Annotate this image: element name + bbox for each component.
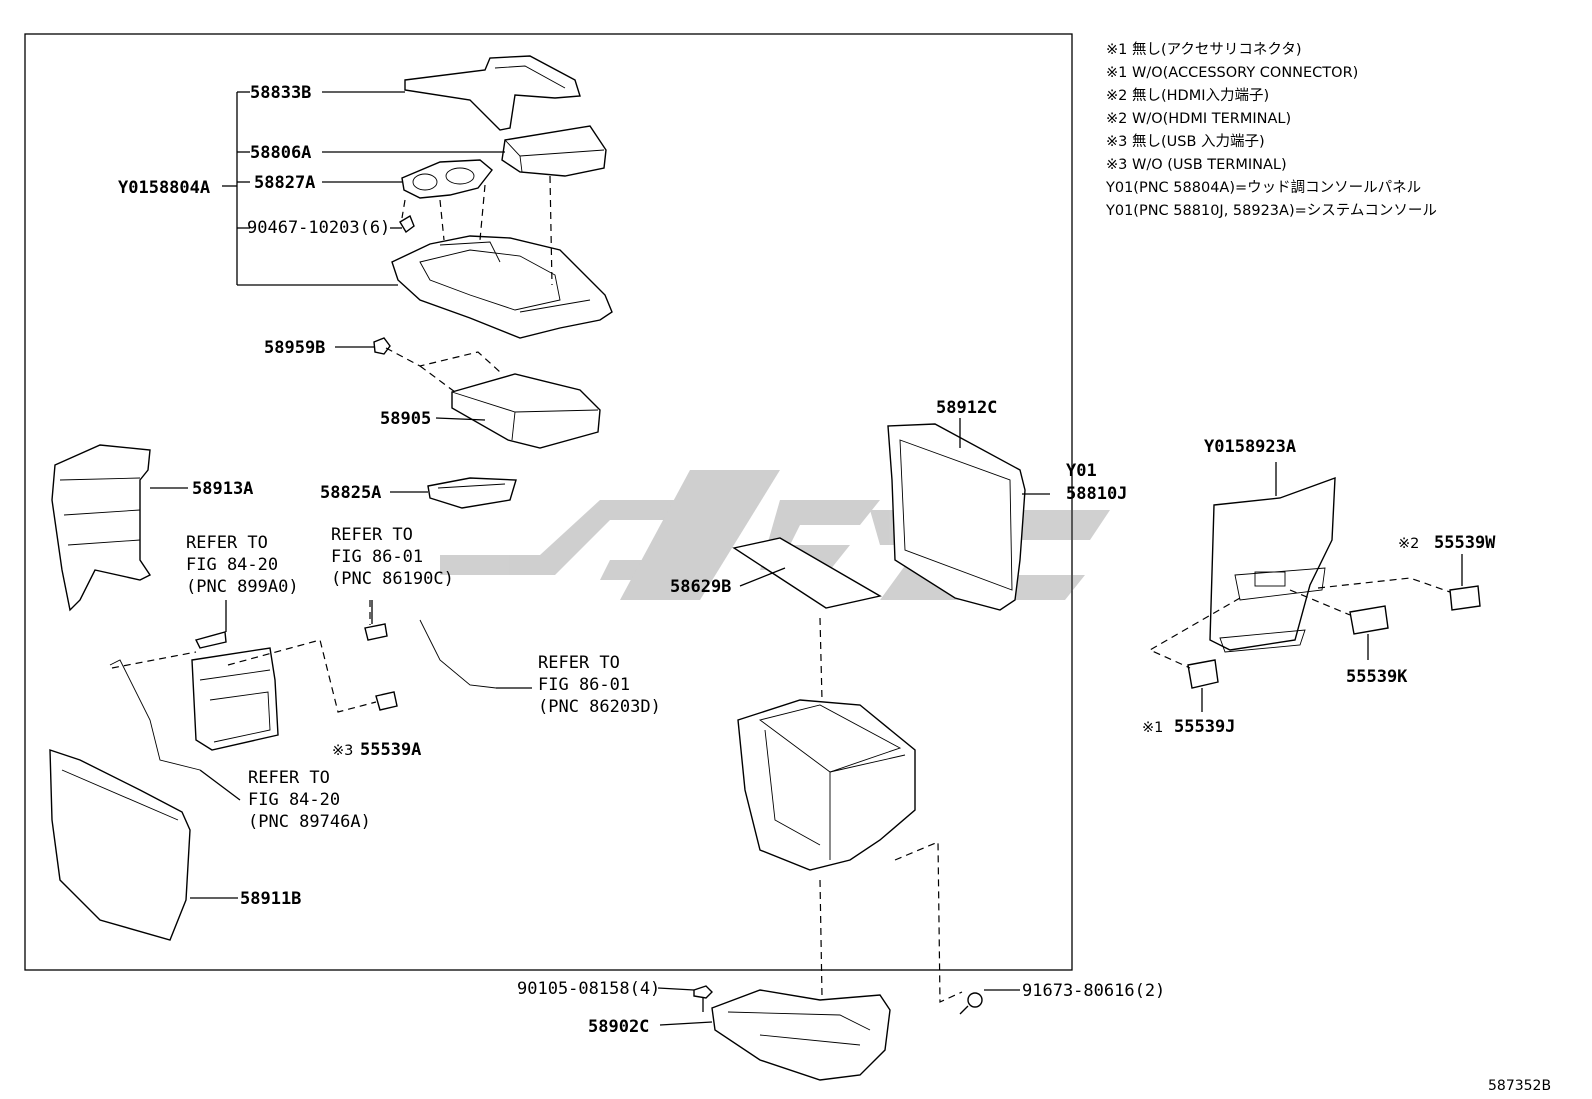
svg-text:FIG 84-20: FIG 84-20 xyxy=(186,555,278,575)
part-console-box xyxy=(737,699,916,871)
label-58905: 58905 xyxy=(380,409,431,429)
svg-text:REFER TO: REFER TO xyxy=(331,525,413,545)
refer-899A0: REFER TO FIG 84-20 (PNC 899A0) xyxy=(186,533,299,597)
label-90467-10203: 90467-10203(6) xyxy=(247,218,390,238)
note-line-8: Y01(PNC 58810J, 58923A)=システムコンソール xyxy=(1105,203,1437,219)
part-86203D-cable xyxy=(419,619,497,689)
leader-lines xyxy=(150,91,1463,1026)
label-58959B: 58959B xyxy=(264,338,325,358)
refer-86203D: REFER TO FIG 86-01 (PNC 86203D) xyxy=(538,653,661,717)
label-Y0158923A: Y0158923A xyxy=(1204,437,1296,457)
label-55539W: 55539W xyxy=(1434,533,1496,553)
svg-text:REFER TO: REFER TO xyxy=(186,533,268,553)
label-58833B: 58833B xyxy=(250,83,311,103)
label-58825A: 58825A xyxy=(320,483,381,503)
label-58902C: 58902C xyxy=(588,1017,649,1037)
svg-text:(PNC 86203D): (PNC 86203D) xyxy=(538,697,661,717)
label-90105-08158: 90105-08158(4) xyxy=(517,979,660,999)
label-Y0158804A: Y0158804A xyxy=(118,178,210,198)
part-58912C-rear-panel xyxy=(887,423,1026,611)
part-90105-bolt xyxy=(693,985,713,1012)
figure-id: 587352B xyxy=(1488,1078,1551,1094)
note-line-5: ※3 無し(USB 入力端子) xyxy=(1106,133,1265,150)
svg-text:REFER TO: REFER TO xyxy=(538,653,620,673)
label-91673-80616: 91673-80616(2) xyxy=(1022,981,1165,1001)
svg-text:FIG 86-01: FIG 86-01 xyxy=(538,675,630,695)
part-58833B-trim xyxy=(404,55,581,131)
part-58911B-lower-panel xyxy=(49,749,191,941)
label-58911B: 58911B xyxy=(240,889,301,909)
label-58806A: 58806A xyxy=(250,143,311,163)
refer-86190C: REFER TO FIG 86-01 (PNC 86190C) xyxy=(331,525,454,589)
part-91673-bolt xyxy=(959,992,983,1015)
label-58913A: 58913A xyxy=(192,479,253,499)
part-58959B-clip xyxy=(373,337,391,355)
part-58825A-mat xyxy=(427,477,517,509)
svg-text:(PNC 89746A): (PNC 89746A) xyxy=(248,812,371,832)
note-line-1: ※1 無し(アクセサリコネクタ) xyxy=(1106,41,1302,58)
note-line-6: ※3 W/O (USB TERMINAL) xyxy=(1106,157,1287,173)
part-Y0158804A-panel xyxy=(391,235,613,339)
part-55539J-accessory xyxy=(1187,659,1219,689)
part-Y0158923A-panel xyxy=(1209,476,1336,651)
svg-text:REFER TO: REFER TO xyxy=(248,768,330,788)
diagram-frame xyxy=(24,33,1073,971)
part-55539A-usb xyxy=(375,691,398,711)
note-line-4: ※2 W/O(HDMI TERMINAL) xyxy=(1106,111,1291,127)
mark-55539J: ※1 xyxy=(1142,720,1163,736)
svg-text:(PNC 86190C): (PNC 86190C) xyxy=(331,569,454,589)
svg-text:FIG 84-20: FIG 84-20 xyxy=(248,790,340,810)
part-89746A-harness xyxy=(109,659,201,771)
label-58810J: 58810J xyxy=(1066,484,1127,504)
svg-text:FIG 86-01: FIG 86-01 xyxy=(331,547,423,567)
note-line-3: ※2 無し(HDMI入力端子) xyxy=(1106,87,1269,104)
part-55539K-socket xyxy=(1349,605,1389,635)
refer-89746A: REFER TO FIG 84-20 (PNC 89746A) xyxy=(248,768,371,832)
part-55539W-hdmi xyxy=(1449,585,1481,611)
label-55539K: 55539K xyxy=(1346,667,1408,687)
part-899A0-connector xyxy=(194,631,227,649)
mark-55539A: ※3 xyxy=(332,743,353,759)
label-55539A: 55539A xyxy=(360,740,421,760)
part-58913A-side-panel xyxy=(51,444,152,612)
label-58827A: 58827A xyxy=(254,173,315,193)
note-line-2: ※1 W/O(ACCESSORY CONNECTOR) xyxy=(1106,65,1358,81)
label-Y01: Y01 xyxy=(1066,461,1097,481)
label-58629B: 58629B xyxy=(670,577,731,597)
label-55539J: 55539J xyxy=(1174,717,1235,737)
part-58905-tray xyxy=(451,373,601,449)
part-58902C-bracket xyxy=(711,989,891,1081)
notes-block: ※1 無し(アクセサリコネクタ) ※1 W/O(ACCESSORY CONNEC… xyxy=(1105,41,1437,219)
part-58629B-mat xyxy=(732,537,882,609)
note-line-7: Y01(PNC 58804A)=ウッド調コンソールパネル xyxy=(1105,179,1421,196)
part-86190C-connector xyxy=(364,623,388,641)
part-58806A-box xyxy=(501,125,607,177)
part-console-bracket xyxy=(191,647,279,751)
svg-text:(PNC 899A0): (PNC 899A0) xyxy=(186,577,299,597)
mark-55539W: ※2 xyxy=(1398,536,1419,552)
label-58912C: 58912C xyxy=(936,398,997,418)
part-90467-clip xyxy=(399,214,415,234)
